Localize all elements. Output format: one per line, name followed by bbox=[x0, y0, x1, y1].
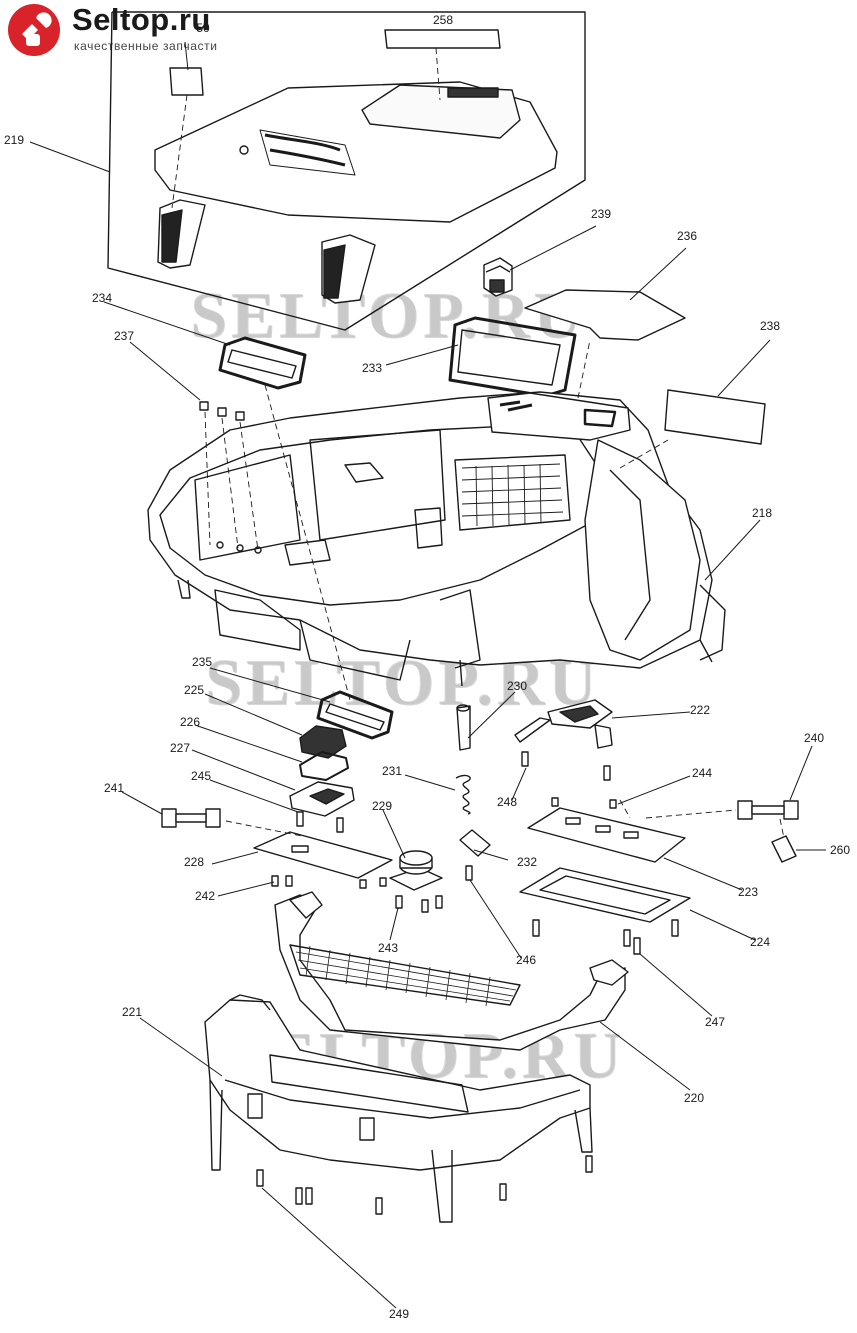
top-cover-group-frame bbox=[107, 11, 586, 331]
callout: 222 bbox=[690, 703, 710, 717]
callout: 242 bbox=[195, 889, 215, 903]
callout: 233 bbox=[362, 361, 382, 375]
brand-name: Seltop.ru bbox=[72, 2, 211, 37]
main-body-218 bbox=[147, 391, 726, 687]
light-pipe-230 bbox=[456, 704, 471, 751]
callout: 50 bbox=[196, 21, 210, 35]
callout: 229 bbox=[372, 799, 392, 813]
callout: 239 bbox=[591, 207, 611, 221]
switch-239 bbox=[483, 257, 513, 297]
pcb-228 bbox=[253, 831, 393, 879]
bracket-232 bbox=[459, 829, 491, 857]
cap-260 bbox=[771, 835, 797, 863]
callout: 225 bbox=[184, 683, 204, 697]
label-258 bbox=[384, 29, 501, 49]
sticker-236 bbox=[524, 289, 686, 341]
top-cover-219 bbox=[154, 81, 558, 304]
callout: 228 bbox=[184, 855, 204, 869]
bottom-base-221 bbox=[204, 994, 593, 1223]
gasket-226 bbox=[299, 751, 349, 781]
lens-225 bbox=[299, 725, 347, 759]
callout: 236 bbox=[677, 229, 697, 243]
callout: 248 bbox=[497, 795, 517, 809]
wrench-fist-icon bbox=[8, 4, 60, 56]
screws-small bbox=[271, 751, 679, 955]
callout: 241 bbox=[104, 781, 124, 795]
gasket-234 bbox=[218, 336, 307, 390]
callout: 223 bbox=[738, 885, 758, 899]
alignment-lines bbox=[171, 47, 785, 839]
label-238 bbox=[664, 389, 766, 445]
label-50 bbox=[169, 67, 204, 96]
bracket-222 bbox=[514, 699, 613, 749]
callout: 231 bbox=[382, 764, 402, 778]
spring-231 bbox=[455, 774, 471, 815]
callout: 237 bbox=[114, 329, 134, 343]
callout: 224 bbox=[750, 935, 770, 949]
callout: 235 bbox=[192, 655, 212, 669]
callout: 238 bbox=[760, 319, 780, 333]
callout: 234 bbox=[92, 291, 112, 305]
gasket-233 bbox=[448, 316, 577, 398]
callout: 249 bbox=[389, 1307, 409, 1321]
callout: 243 bbox=[378, 941, 398, 955]
callout: 245 bbox=[191, 769, 211, 783]
brand-tagline: качественные запчасти bbox=[74, 39, 218, 53]
callout: 230 bbox=[507, 679, 527, 693]
seltop-logo: Seltop.ru качественные запчасти bbox=[6, 2, 236, 60]
callout: 232 bbox=[517, 855, 537, 869]
lens-rod-240 bbox=[737, 800, 799, 820]
callout: 218 bbox=[752, 506, 772, 520]
callout: 219 bbox=[4, 133, 24, 147]
callout: 226 bbox=[180, 715, 200, 729]
leader-lines bbox=[29, 41, 826, 1309]
callout: 220 bbox=[684, 1091, 704, 1105]
lower-housing-220 bbox=[274, 891, 629, 1051]
callout: 244 bbox=[692, 766, 712, 780]
callout: 227 bbox=[170, 741, 190, 755]
callout: 246 bbox=[516, 953, 536, 967]
buzzer-229 bbox=[389, 850, 443, 891]
gasket-235 bbox=[316, 690, 394, 740]
callout: 240 bbox=[804, 731, 824, 745]
screws-249 bbox=[256, 1155, 593, 1215]
callout: 258 bbox=[433, 13, 453, 27]
callout-numbers: 258 219 50 239 236 234 237 233 238 218 2… bbox=[4, 13, 850, 1321]
housing-227 bbox=[289, 781, 355, 817]
frame-224 bbox=[519, 867, 691, 923]
lens-rod-241 bbox=[161, 808, 221, 828]
pcb-223 bbox=[527, 807, 686, 863]
callout: 260 bbox=[830, 843, 850, 857]
callout: 221 bbox=[122, 1005, 142, 1019]
callout: 247 bbox=[705, 1015, 725, 1029]
screws-237 bbox=[199, 401, 245, 421]
